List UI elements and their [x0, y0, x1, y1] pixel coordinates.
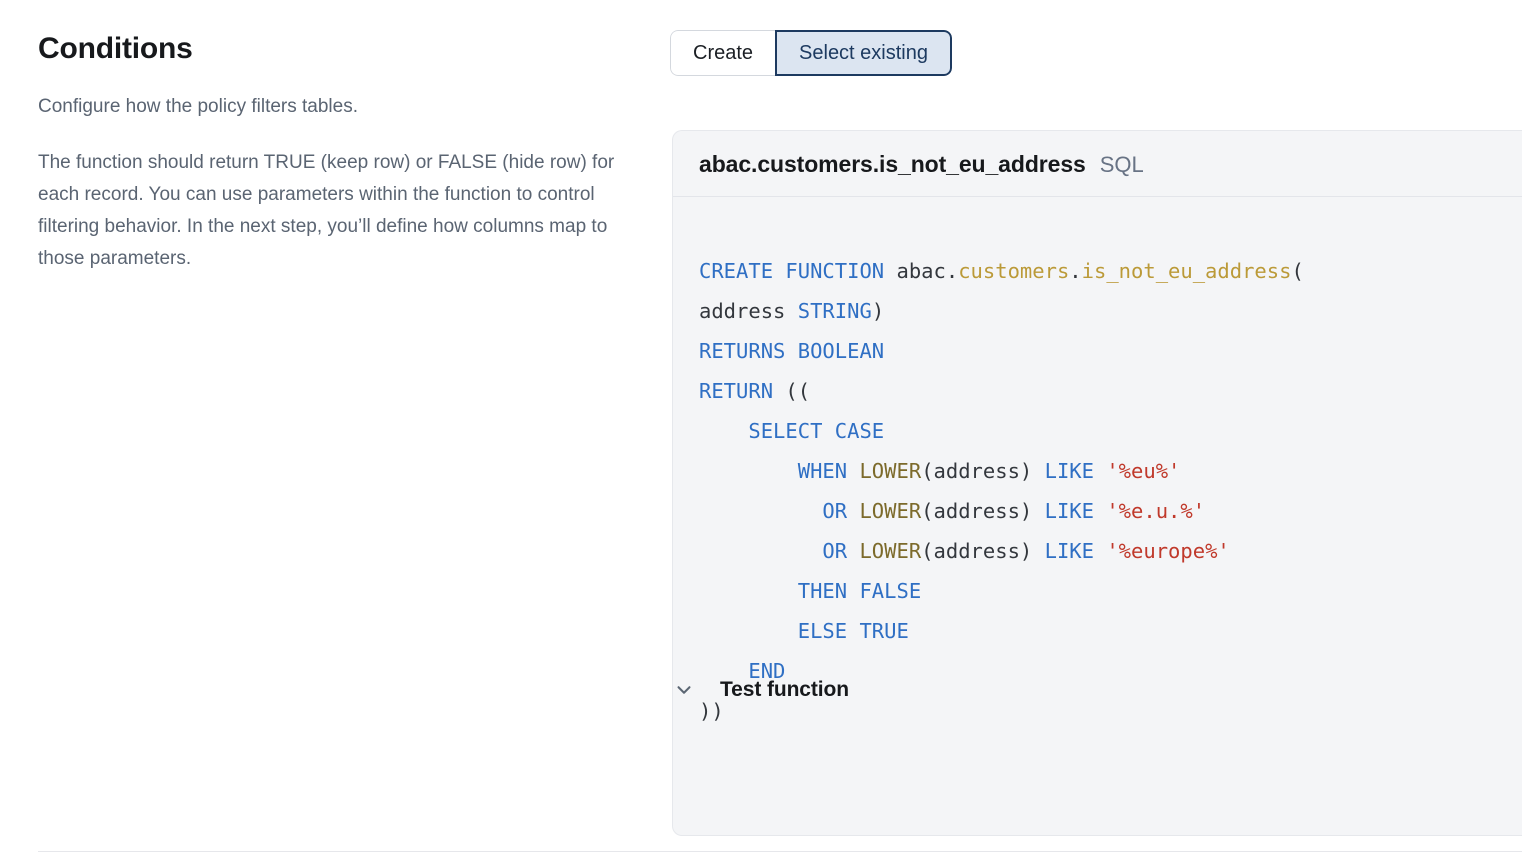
code-line: RETURN ((	[699, 379, 811, 403]
code-line: address STRING)	[699, 299, 885, 323]
sql-function-card: abac.customers.is_not_eu_address SQL CRE…	[672, 130, 1522, 836]
segment-select-existing-label: Select existing	[799, 42, 928, 64]
code-line: CREATE FUNCTION abac.customers.is_not_eu…	[699, 259, 1304, 283]
code-line: RETURNS BOOLEAN	[699, 339, 885, 363]
test-function-label: Test function	[720, 678, 849, 701]
code-line: ELSE TRUE	[797, 619, 909, 643]
test-function-accordion[interactable]: Test function	[672, 678, 849, 702]
code-line: OR LOWER(address) LIKE '%europe%'	[822, 539, 1230, 563]
sql-function-card-header: abac.customers.is_not_eu_address SQL	[673, 131, 1522, 197]
language-badge: SQL	[1099, 152, 1144, 177]
segment-create[interactable]: Create	[670, 30, 776, 76]
segment-create-label: Create	[693, 42, 754, 64]
code-line: WHEN LOWER(address) LIKE '%eu%'	[797, 459, 1181, 483]
bottom-divider	[38, 851, 1522, 852]
code-line: END	[748, 659, 786, 683]
segment-select-existing[interactable]: Select existing	[775, 30, 952, 76]
conditions-intro-text: Configure how the policy filters tables.	[38, 95, 358, 117]
conditions-editor-panel: Create Select existing abac.customers.is…	[670, 30, 1522, 858]
code-line: SELECT CASE	[748, 419, 885, 443]
sql-code-block: CREATE FUNCTION abac.customers.is_not_eu…	[673, 197, 1522, 835]
code-line: ))	[699, 699, 724, 723]
conditions-panel: Conditions Configure how the policy filt…	[38, 32, 638, 275]
function-name-label: abac.customers.is_not_eu_address	[699, 151, 1086, 177]
chevron-down-icon	[672, 678, 696, 702]
page-title: Conditions	[38, 32, 193, 65]
code-line: OR LOWER(address) LIKE '%e.u.%'	[822, 499, 1206, 523]
code-line: THEN FALSE	[797, 579, 922, 603]
conditions-description-text: The function should return TRUE (keep ro…	[38, 152, 615, 270]
function-source-segmented-control[interactable]: Create Select existing	[670, 30, 952, 76]
